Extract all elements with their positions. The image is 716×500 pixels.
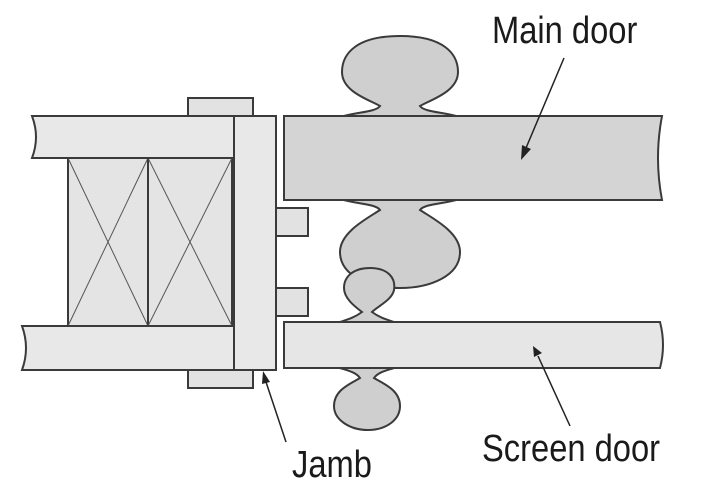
wall-studs — [67, 157, 233, 327]
main-door-label: Main door — [492, 10, 638, 52]
main-door-arrowhead — [521, 145, 531, 160]
wall-board-top — [30, 115, 235, 159]
screen-door-leader — [533, 346, 571, 427]
jamb-leader — [262, 371, 287, 443]
door-stop-upper — [275, 207, 309, 237]
casing-top — [187, 97, 254, 117]
jamb-arrowhead — [262, 371, 270, 384]
stud-right-cross-b — [147, 157, 233, 327]
wall-board-bottom — [20, 325, 235, 371]
screen-door-slab — [283, 321, 664, 369]
main-door-slab — [283, 115, 664, 201]
stud-left-cross-b — [67, 157, 149, 327]
door-stop-lower — [275, 287, 309, 317]
casing-bottom — [187, 369, 254, 389]
jamb-label: Jamb — [292, 444, 372, 486]
main-door-leader — [521, 57, 565, 160]
screen-door-label: Screen door — [482, 428, 661, 470]
screen-door-arrowhead — [533, 346, 542, 357]
jamb — [233, 115, 277, 371]
